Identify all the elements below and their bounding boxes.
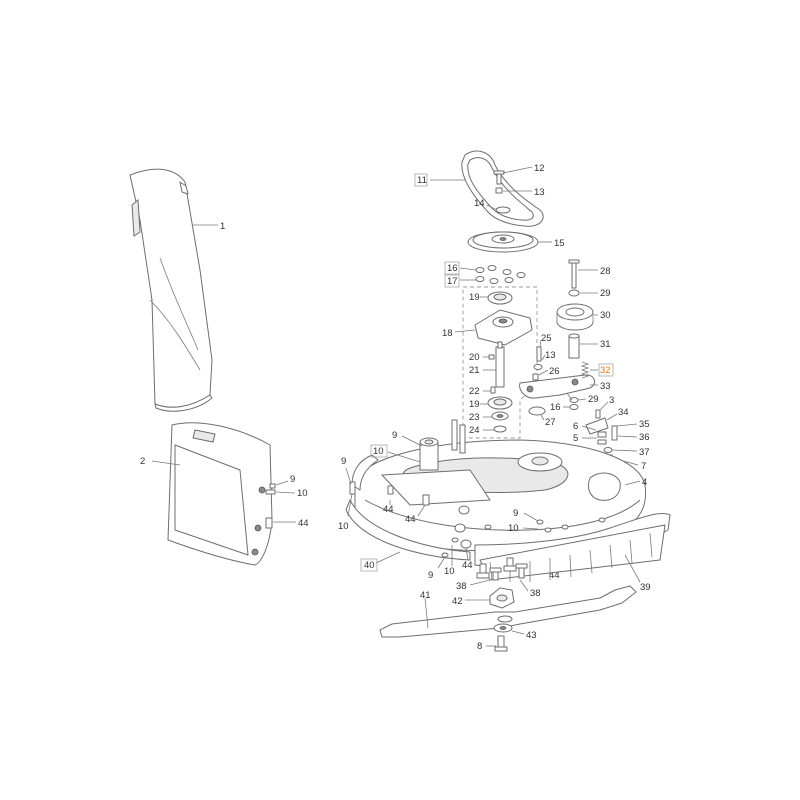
part-38-blade-bolts[interactable] [476, 557, 528, 581]
part-1-discharge-chute[interactable] [129, 168, 213, 412]
right-side-hardware[interactable] [585, 409, 618, 462]
callout-5: 5 [573, 433, 578, 444]
callout-38a: 38 [456, 581, 467, 592]
callout-7: 7 [641, 461, 646, 472]
callout-44b: 44 [383, 504, 394, 515]
deck-post[interactable] [419, 419, 466, 471]
part-16-nut[interactable] [569, 404, 579, 410]
callout-28: 28 [600, 266, 611, 277]
callout-33: 33 [600, 381, 611, 392]
callout-13a: 13 [534, 187, 545, 198]
callout-15: 15 [554, 238, 565, 249]
part-19-lower-bearing[interactable] [487, 396, 513, 410]
callout-4: 4 [642, 477, 647, 488]
callout-39: 39 [640, 582, 651, 593]
callout-41: 41 [420, 590, 431, 601]
callout-44e: 44 [549, 570, 560, 581]
callout-38b: 38 [530, 588, 541, 599]
part-19-upper-bearing[interactable] [487, 291, 513, 305]
callout-9b: 9 [392, 430, 397, 441]
part-13-washer[interactable] [533, 364, 543, 370]
callout-19a: 19 [469, 292, 480, 303]
part-8-blade-bolt[interactable] [494, 635, 508, 652]
part-15-spindle-pulley[interactable] [467, 231, 539, 253]
part-21-spindle-shaft[interactable] [495, 341, 505, 388]
part-41-blade[interactable] [379, 585, 637, 638]
callout-42: 42 [452, 596, 463, 607]
part-27-bushing[interactable] [528, 406, 546, 416]
part-25-bolt[interactable] [536, 346, 542, 362]
part-29-washer[interactable] [568, 289, 580, 297]
part-23-washer[interactable] [491, 411, 509, 421]
callout-40: 40 [364, 560, 375, 571]
callout-20: 20 [469, 352, 480, 363]
part-24-ring[interactable] [493, 425, 507, 433]
part-30-idler-pulley[interactable] [556, 303, 594, 331]
chute-hardware[interactable] [265, 483, 276, 529]
callout-9c: 9 [341, 456, 346, 467]
callout-9e: 9 [513, 508, 518, 519]
callout-26: 26 [549, 366, 560, 377]
callout-1: 1 [220, 221, 225, 232]
part-20-key[interactable] [488, 354, 495, 360]
part-42-blade-adapter[interactable] [489, 587, 515, 609]
callout-10c: 10 [338, 521, 349, 532]
callout-29b: 29 [588, 394, 599, 405]
callout-2: 2 [140, 456, 145, 467]
callout-12: 12 [534, 163, 545, 174]
callout-24: 24 [469, 425, 480, 436]
part-43-washer[interactable] [493, 623, 513, 633]
callout-16b: 16 [550, 402, 561, 413]
callout-21: 21 [469, 365, 480, 376]
part-18-spindle-housing[interactable] [474, 309, 533, 346]
callout-18: 18 [442, 328, 453, 339]
part-32-spring[interactable] [580, 361, 590, 379]
callout-44c: 44 [405, 514, 416, 525]
callout-34: 34 [618, 407, 629, 418]
callout-14: 14 [474, 198, 485, 209]
callout-10e: 10 [508, 523, 519, 534]
callout-25: 25 [541, 333, 552, 344]
callout-23: 23 [469, 412, 480, 423]
part-33-idler-arm[interactable] [519, 374, 596, 399]
callout-27: 27 [545, 417, 556, 428]
callout-16a: 16 [447, 263, 458, 274]
callout-11: 11 [417, 175, 427, 186]
callout-44a: 44 [298, 518, 309, 529]
callout-10b: 10 [373, 446, 384, 457]
callout-22: 22 [469, 386, 480, 397]
part-2-discharge-deflector[interactable] [167, 422, 273, 566]
callout-29a: 29 [600, 288, 611, 299]
callout-31: 31 [600, 339, 611, 350]
part-28-idler-bolt[interactable] [568, 259, 580, 289]
callout-32: 32 [600, 365, 611, 376]
callout-30: 30 [600, 310, 611, 321]
callout-44d: 44 [462, 560, 473, 571]
callout-19b: 19 [469, 399, 480, 410]
belt-guide-hardware[interactable] [493, 170, 511, 214]
callout-9d: 9 [428, 570, 433, 581]
spindle-nuts[interactable] [475, 265, 526, 284]
callout-35: 35 [639, 419, 650, 430]
callout-36: 36 [639, 432, 650, 443]
callout-13b: 13 [545, 350, 556, 361]
callout-6: 6 [573, 421, 578, 432]
callout-10d: 10 [444, 566, 455, 577]
callout-3: 3 [609, 395, 614, 406]
callout-9a: 9 [290, 474, 295, 485]
part-31-spacer[interactable] [568, 333, 580, 359]
part-22-spacer[interactable] [490, 386, 496, 394]
callout-17: 17 [447, 276, 458, 287]
callout-10a: 10 [297, 488, 308, 499]
callout-37: 37 [639, 447, 650, 458]
part-26-spacer[interactable] [532, 373, 539, 381]
callout-8: 8 [477, 641, 482, 652]
deck-left-hardware[interactable] [349, 481, 430, 506]
deck-front-hardware[interactable] [441, 505, 606, 558]
callout-43: 43 [526, 630, 537, 641]
